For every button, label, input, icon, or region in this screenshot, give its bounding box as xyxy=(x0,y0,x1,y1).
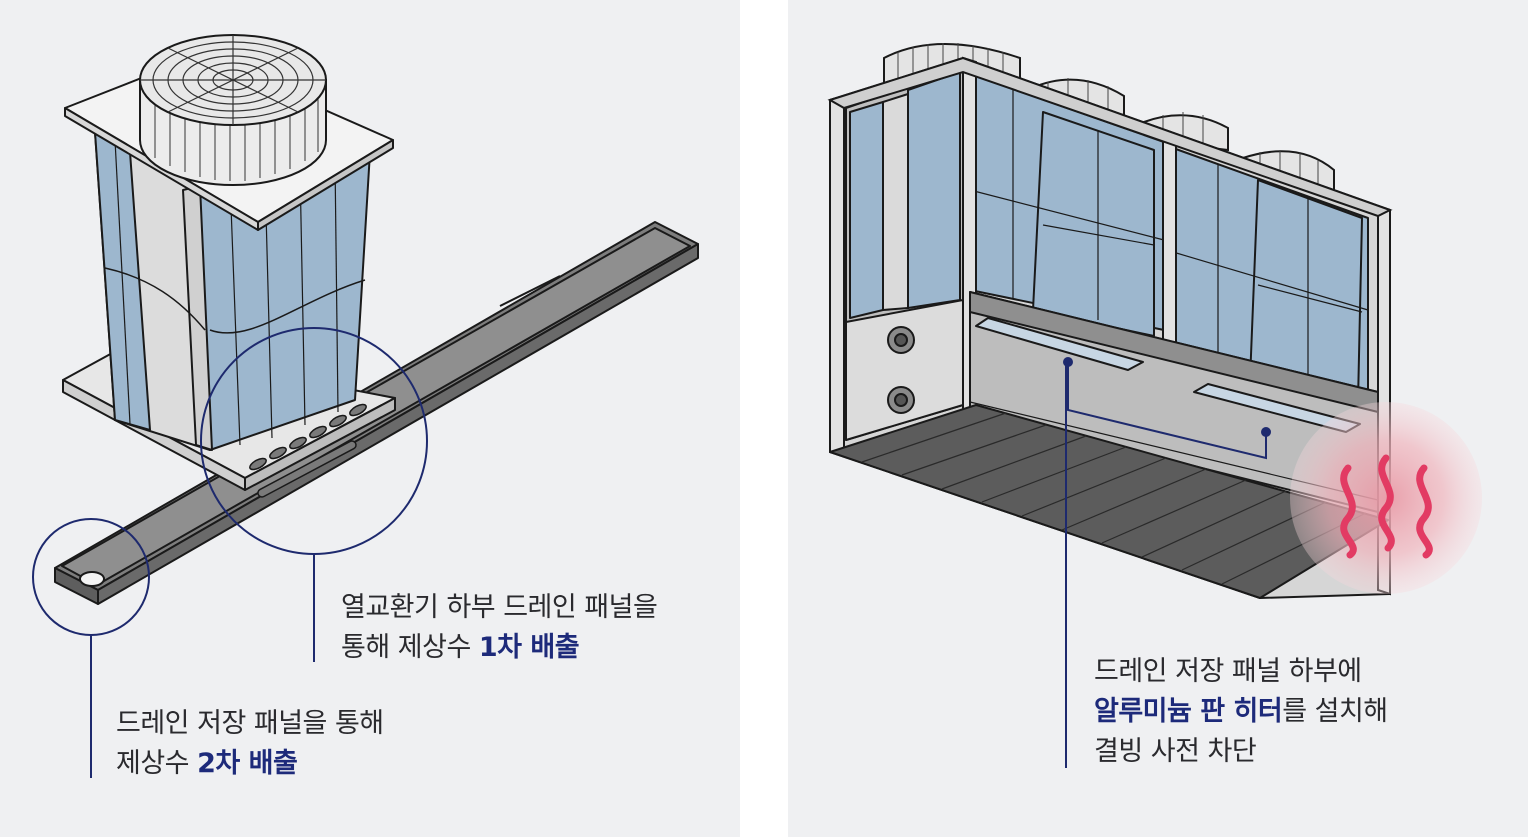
callout-heater-line2: 알루미늄 판 히터를 설치해 xyxy=(1094,696,1388,727)
piping-fittings xyxy=(887,326,915,414)
heater-wiring xyxy=(1067,362,1267,460)
leader-line-heater xyxy=(1065,364,1067,768)
right-panel: 드레인 저장 패널 하부에 알루미늄 판 히터를 설치해 결빙 사전 차단 xyxy=(788,0,1528,837)
callout-lower-line2: 제상수 2차 배출 xyxy=(116,748,298,779)
drain-hole xyxy=(79,571,105,587)
callout-upper-line1: 열교환기 하부 드레인 패널을 xyxy=(341,592,658,623)
callout-lower: 드레인 저장 패널을 통해 제상수 2차 배출 xyxy=(116,704,384,784)
callout-heater-line1: 드레인 저장 패널 하부에 xyxy=(1094,656,1362,687)
heat-glow xyxy=(1290,402,1482,594)
heat-exchanger-illustration xyxy=(32,34,699,636)
leader-line-upper xyxy=(313,555,315,662)
callout-circle-tray xyxy=(200,327,428,555)
coil-panels xyxy=(969,73,1369,403)
highlight-aluminum-heater: 알루미늄 판 히터 xyxy=(1094,696,1283,727)
heater-point-2 xyxy=(1261,427,1271,437)
callout-circle-channel xyxy=(32,518,150,636)
callout-heater-line3: 결빙 사전 차단 xyxy=(1094,736,1257,767)
drain-slots xyxy=(249,403,367,498)
fan-icon xyxy=(139,34,327,186)
outdoor-unit-illustration xyxy=(827,43,1482,599)
highlight-1st-drain: 1차 배출 xyxy=(478,632,580,663)
left-panel: 열교환기 하부 드레인 패널을 통해 제상수 1차 배출 드레인 저장 패널을 … xyxy=(0,0,740,837)
callout-upper: 열교환기 하부 드레인 패널을 통해 제상수 1차 배출 xyxy=(341,588,658,668)
callout-upper-line2: 통해 제상수 1차 배출 xyxy=(341,632,580,663)
callout-lower-line1: 드레인 저장 패널을 통해 xyxy=(116,708,384,739)
highlight-2nd-drain: 2차 배출 xyxy=(197,748,298,779)
callout-heater: 드레인 저장 패널 하부에 알루미늄 판 히터를 설치해 결빙 사전 차단 xyxy=(1094,652,1388,772)
leader-line-lower xyxy=(90,636,92,778)
heat-icon xyxy=(1340,454,1433,559)
